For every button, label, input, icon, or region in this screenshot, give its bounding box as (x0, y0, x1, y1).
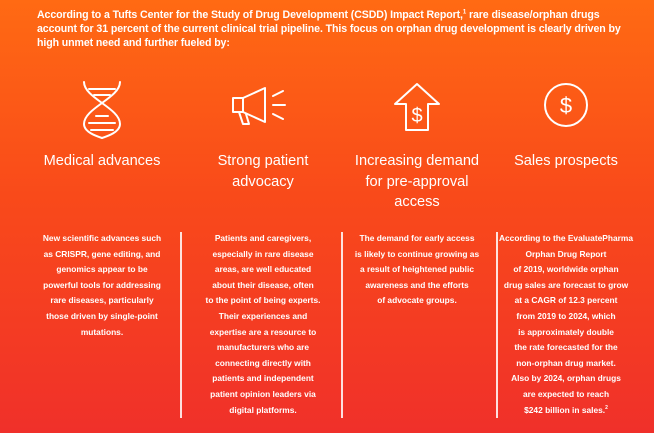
column-divider (341, 232, 343, 418)
column-body: The demand for early access is likely to… (354, 233, 480, 306)
intro-paragraph: According to a Tufts Center for the Stud… (37, 8, 623, 51)
column-body: According to the EvaluatePharma Orphan D… (485, 231, 647, 418)
column-body-text: According to the EvaluatePharma Orphan D… (498, 233, 634, 415)
column-divider (496, 232, 498, 418)
column-heading: Medical advances (43, 153, 161, 169)
dollar-up-arrow-icon: $ (393, 82, 441, 132)
svg-text:$: $ (560, 93, 572, 118)
intro-text-continued: rare disease/orphan drugs account for 31… (37, 9, 621, 50)
column-heading: Strong patient advocacy (217, 153, 309, 190)
intro-footnote-ref: 1 (462, 9, 467, 16)
column-divider (180, 232, 182, 418)
megaphone-icon (231, 86, 295, 126)
dna-helix-icon (80, 80, 124, 140)
column-body: New scientific advances such as CRISPR, … (42, 233, 162, 337)
column-heading: Sales prospects (514, 153, 618, 169)
column-heading: Increasing demand for pre-approval acces… (354, 153, 480, 210)
dollar-circle-icon: $ (542, 81, 590, 129)
svg-text:$: $ (411, 105, 422, 127)
column-body: Patients and caregivers, especially in r… (205, 233, 321, 415)
intro-text: According to a Tufts Center for the Stud… (37, 9, 463, 21)
footnote-ref: 2 (605, 404, 608, 411)
